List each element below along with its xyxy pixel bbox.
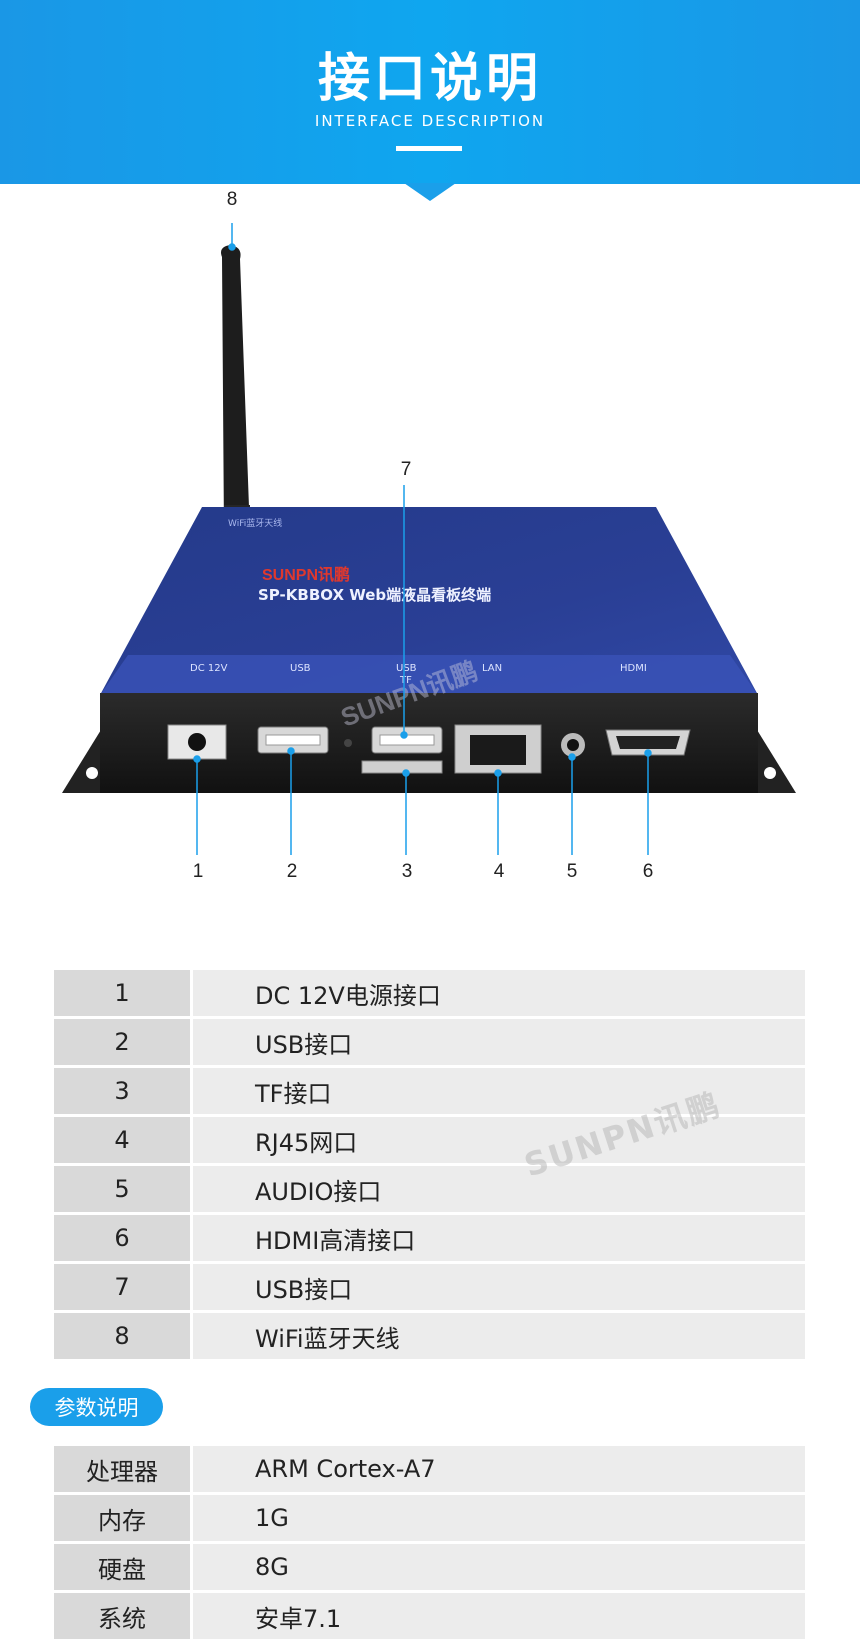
interface-description: HDMI高清接口 [193, 1215, 805, 1261]
callout-lines [193, 223, 652, 855]
page-subtitle: INTERFACE DESCRIPTION [314, 112, 546, 130]
port-label-dc: DC 12V [190, 663, 228, 674]
right-bracket-hole [764, 767, 776, 779]
left-bracket [62, 725, 104, 793]
header-banner: 接口说明 INTERFACE DESCRIPTION [0, 0, 860, 184]
interface-number: 5 [54, 1166, 190, 1212]
device-top [100, 507, 758, 695]
param-value: 1G [193, 1495, 805, 1541]
left-bracket-hole [86, 767, 98, 779]
device-top-band [100, 655, 758, 695]
interface-number: 6 [54, 1215, 190, 1261]
antenna-label-text: WiFi蓝牙天线 [228, 517, 282, 529]
interface-number: 8 [54, 1313, 190, 1359]
device-model-text: SP-KBBOX Web端液晶看板终端 [258, 586, 491, 604]
interface-number: 3 [54, 1068, 190, 1114]
callout-2: 2 [286, 861, 298, 882]
table-row: 系统安卓7.1 [54, 1593, 805, 1639]
callout-5: 5 [566, 861, 578, 882]
header-notch [404, 183, 456, 201]
interface-number: 1 [54, 970, 190, 1016]
interface-description: TF接口 [193, 1068, 805, 1114]
interface-number: 4 [54, 1117, 190, 1163]
hdmi-port-inner [616, 736, 680, 749]
dc-port-hole [188, 733, 206, 751]
port-label-usb1: USB [290, 663, 311, 674]
param-name: 处理器 [54, 1446, 190, 1492]
indicator-led [344, 739, 352, 747]
lan-port-inner [470, 735, 526, 765]
interface-description: WiFi蓝牙天线 [193, 1313, 805, 1359]
callout-4: 4 [493, 861, 505, 882]
callout-6: 6 [642, 861, 654, 882]
device-image: WiFi蓝牙天线 SUNPN讯鹏 SP-KBBOX Web端液晶看板终端 DC … [62, 223, 796, 855]
port-label-hdmi: HDMI [620, 663, 647, 674]
interface-number: 2 [54, 1019, 190, 1065]
device-illustration: WiFi蓝牙天线 SUNPN讯鹏 SP-KBBOX Web端液晶看板终端 DC … [0, 189, 860, 935]
antenna [221, 245, 250, 545]
port-label-usb2: USB [396, 663, 417, 674]
page-title: 接口说明 [317, 49, 542, 109]
tf-slot [361, 760, 443, 774]
param-value: 安卓7.1 [193, 1593, 805, 1639]
audio-port-hole [567, 739, 579, 751]
usb-port-1-inner [265, 734, 321, 746]
param-name: 硬盘 [54, 1544, 190, 1590]
param-value: ARM Cortex-A7 [193, 1446, 805, 1492]
right-bracket [754, 725, 796, 793]
param-name: 内存 [54, 1495, 190, 1541]
params-section-title: 参数说明 [30, 1388, 163, 1426]
interface-description: USB接口 [193, 1264, 805, 1310]
port-label-tf: TF [399, 675, 412, 686]
port-label-lan: LAN [482, 663, 502, 674]
callout-3: 3 [401, 861, 413, 882]
interface-number: 7 [54, 1264, 190, 1310]
interface-description: AUDIO接口 [193, 1166, 805, 1212]
param-value: 8G [193, 1544, 805, 1590]
interface-description: DC 12V电源接口 [193, 970, 805, 1016]
callout-8: 8 [226, 189, 238, 210]
callout-7: 7 [400, 459, 412, 480]
title-underline [396, 146, 462, 151]
param-name: 系统 [54, 1593, 190, 1639]
callout-1: 1 [192, 861, 204, 882]
device-brand-text: SUNPN讯鹏 [262, 565, 350, 584]
interface-description: RJ45网口 [193, 1117, 805, 1163]
interface-description: USB接口 [193, 1019, 805, 1065]
